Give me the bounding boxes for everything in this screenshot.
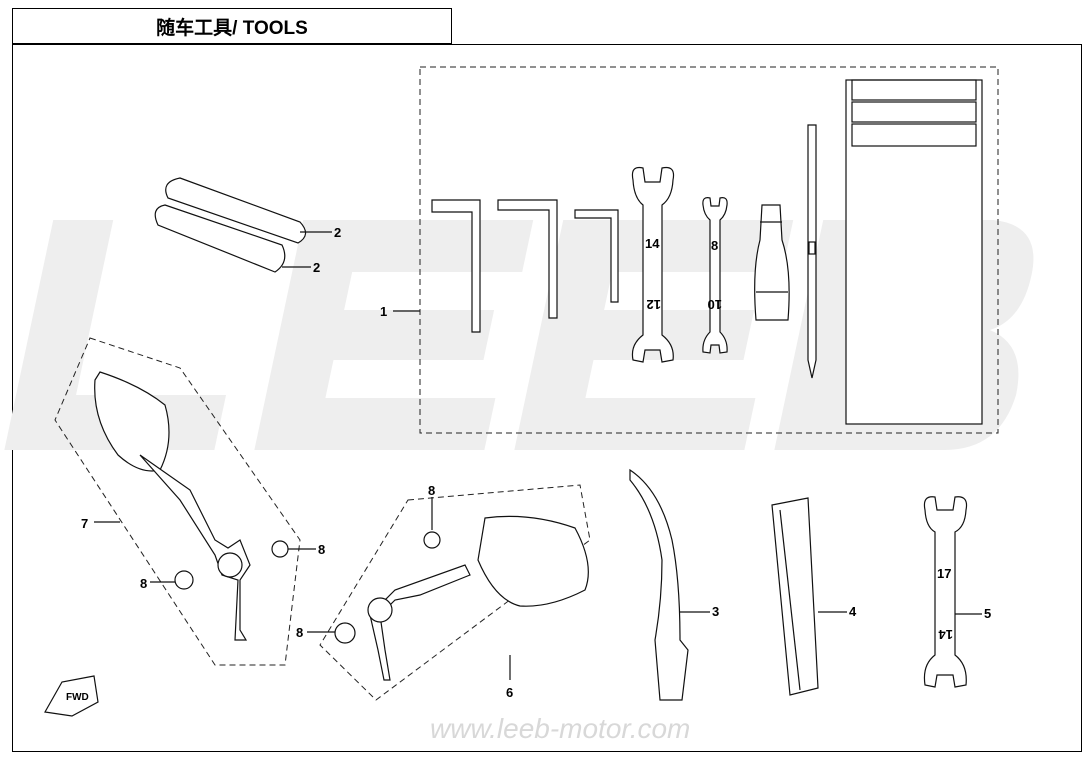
wrench-size-bottom: 10 [708,297,722,312]
rubber-band-2 [154,177,307,273]
callout-5: 5 [984,606,991,621]
open-end-wrench-17-14: 17 14 [923,496,968,688]
tool-bag [845,79,983,425]
mirror-right [334,515,589,681]
callout-3: 3 [712,604,719,619]
open-end-wrench-14-12: 14 12 [631,166,675,363]
hex-key-small [574,209,619,303]
callout-8: 8 [428,483,435,498]
callout-2: 2 [313,260,320,275]
callout-1: 1 [380,304,387,319]
callout-4: 4 [849,604,857,619]
diagram-frame [12,44,1082,752]
extension-tube [771,497,819,696]
mirror-left [94,371,289,641]
wrench-size-bottom: 14 [938,627,953,642]
mirror-left-group-outline [54,337,301,666]
callout-8: 8 [296,625,303,640]
watermark-url: www.leeb-motor.com [430,713,690,744]
tool-kit-group-outline [419,66,999,434]
callout-8: 8 [318,542,325,557]
wrench-size-top: 14 [645,236,660,251]
fwd-text: FWD [66,692,89,703]
callout-8: 8 [140,576,147,591]
mirror-right-group-outline [319,484,591,701]
wrench-size-top: 8 [711,238,718,253]
page-title: 随车工具/ TOOLS [12,8,452,44]
callout-6: 6 [506,685,513,700]
hex-key-large [431,199,481,333]
hex-key-medium [497,199,558,319]
callout-7: 7 [81,516,88,531]
wrench-size-bottom: 12 [647,297,661,312]
hook-spanner [629,468,689,701]
screwdriver-bit [807,124,817,379]
wrench-size-top: 17 [937,566,951,581]
open-end-wrench-8-10: 8 10 [702,197,728,354]
screwdriver-handle [754,204,790,321]
forward-direction-icon: FWD [44,675,99,717]
callout-2: 2 [334,225,341,240]
callout-leaders [94,231,982,680]
